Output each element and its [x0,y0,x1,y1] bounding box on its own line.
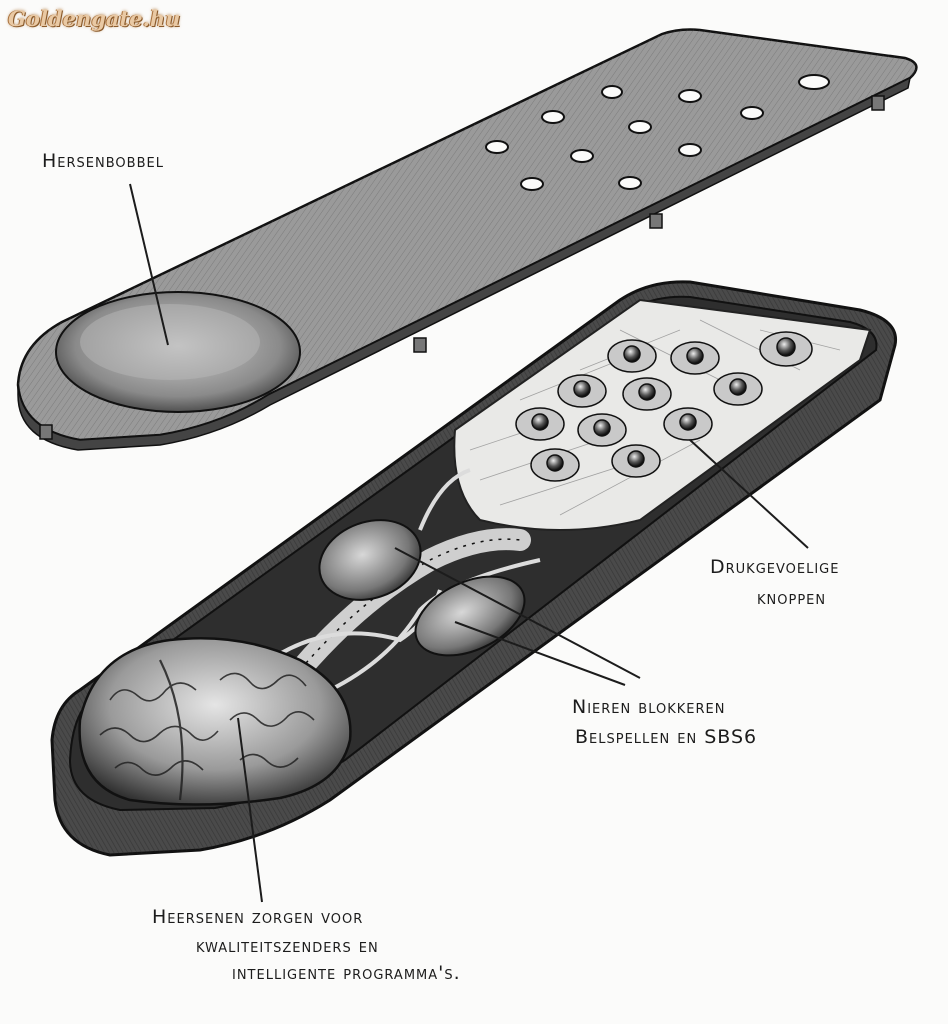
brain [78,637,352,806]
remote-case [50,280,898,857]
label-hersenen-line1: Heersenen zorgen voor [152,906,364,928]
brain-bump [55,291,301,413]
label-drukgevoelige-line1: Drukgevoelige [710,556,840,578]
pressure-sensitive-buttons [515,331,813,482]
kidney-upper [318,519,422,601]
label-hersenbobbel: Hersenbobbel [42,150,164,172]
label-nieren-line2: Belspellen en SBS6 [575,726,758,748]
label-drukgevoelige-line2: knoppen [757,587,827,609]
watermark-logo: Goldengate.hu [8,6,181,31]
leader-lines [129,183,809,903]
remote-lid [16,28,918,451]
label-hersenen-line3: intelligente programma's. [232,962,461,984]
internal-organs [78,468,541,806]
lid-button-holes [485,74,830,191]
label-hersenen-line2: kwaliteitszenders en [196,935,379,957]
label-nieren-line1: Nieren blokkeren [572,696,726,718]
kidney-lower [414,575,526,657]
